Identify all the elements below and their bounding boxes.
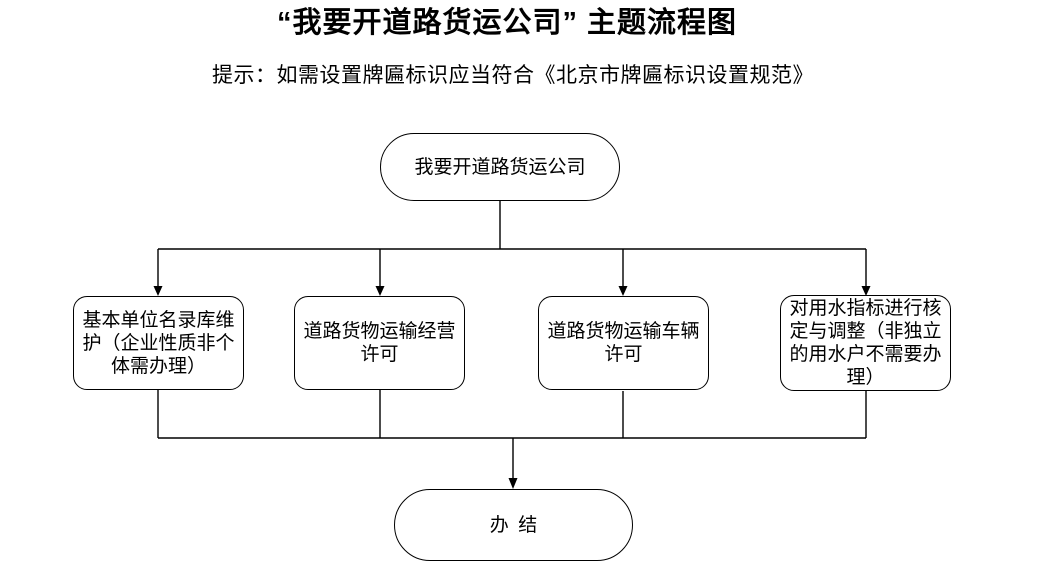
start-node: 我要开道路货运公司 — [380, 133, 620, 201]
end-node: 办 结 — [394, 489, 633, 561]
process-node-label: 对用水指标进行核定与调整（非独立的用水户不需要办理） — [789, 298, 942, 388]
arrowhead-icon — [153, 286, 163, 296]
process-node-water-quota-adjustment: 对用水指标进行核定与调整（非独立的用水户不需要办理） — [780, 295, 951, 391]
process-node-label: 道路货物运输车辆许可 — [547, 321, 700, 365]
process-node-label: 基本单位名录库维护（企业性质非个体需办理） — [82, 309, 235, 377]
start-node-label: 我要开道路货运公司 — [414, 156, 586, 178]
end-node-label: 办 结 — [489, 514, 538, 536]
page-subtitle: 提示：如需设置牌匾标识应当符合《北京市牌匾标识设置规范》 — [212, 63, 814, 87]
page-title: “我要开道路货运公司” 主题流程图 — [276, 7, 738, 39]
process-node-label: 道路货物运输经营许可 — [303, 321, 456, 365]
arrowhead-icon — [618, 286, 628, 296]
process-node-transport-vehicle-permit: 道路货物运输车辆许可 — [538, 296, 709, 390]
arrowhead-icon — [375, 286, 385, 296]
process-node-transport-business-permit: 道路货物运输经营许可 — [294, 296, 465, 390]
process-node-registry-maintenance: 基本单位名录库维护（企业性质非个体需办理） — [73, 296, 244, 390]
arrowhead-icon — [508, 478, 518, 489]
